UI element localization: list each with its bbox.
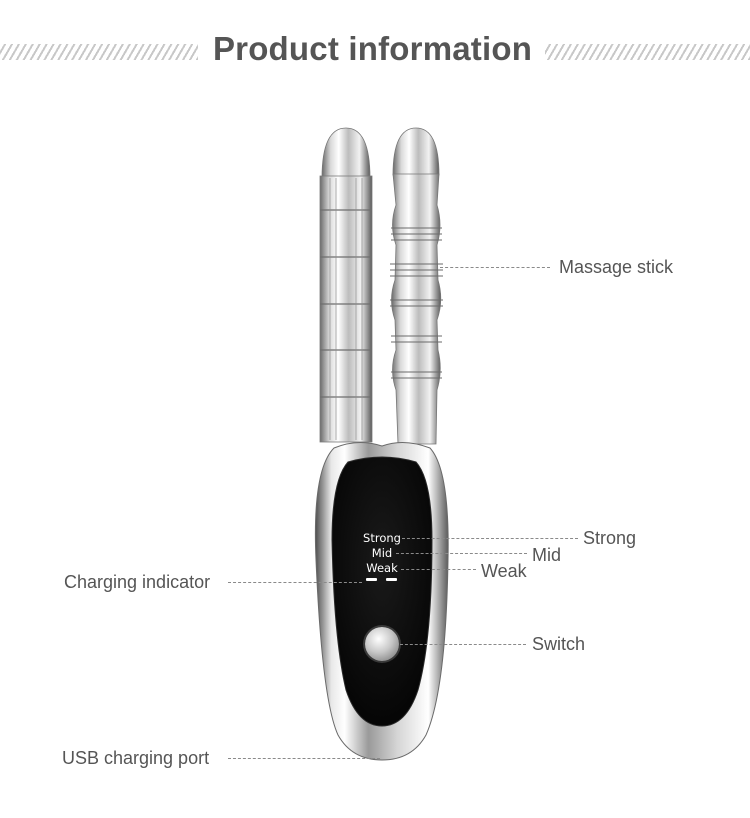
panel-label-weak: Weak <box>366 561 398 575</box>
right-massage-stick <box>390 127 443 445</box>
leader-usb-charging-port <box>228 758 380 759</box>
panel-label-strong: Strong <box>363 531 401 545</box>
label-usb-charging-port: USB charging port <box>62 748 210 768</box>
device-body <box>314 442 449 761</box>
label-weak: Weak <box>481 561 527 581</box>
leader-charging-indicator <box>228 582 362 583</box>
leader-weak <box>401 569 476 570</box>
title-hatch-right <box>545 44 750 60</box>
label-massage-stick: Massage stick <box>559 257 674 277</box>
charging-indicator-light-left <box>366 578 377 581</box>
panel-label-mid: Mid <box>371 546 393 560</box>
label-strong: Strong <box>583 528 637 548</box>
charging-indicator-light-right <box>386 578 397 581</box>
page-title: Product information <box>212 30 533 67</box>
header: Product information <box>0 28 750 76</box>
title-hatch-left <box>0 44 198 60</box>
leader-mid <box>396 553 527 554</box>
leader-massage-stick <box>440 267 550 268</box>
label-charging-indicator: Charging indicator <box>64 572 211 592</box>
left-massage-stick <box>319 127 373 443</box>
label-switch: Switch <box>532 634 586 654</box>
power-switch-button[interactable] <box>365 627 399 661</box>
leader-switch <box>400 644 526 645</box>
leader-strong <box>402 538 578 539</box>
label-mid: Mid <box>532 545 562 565</box>
